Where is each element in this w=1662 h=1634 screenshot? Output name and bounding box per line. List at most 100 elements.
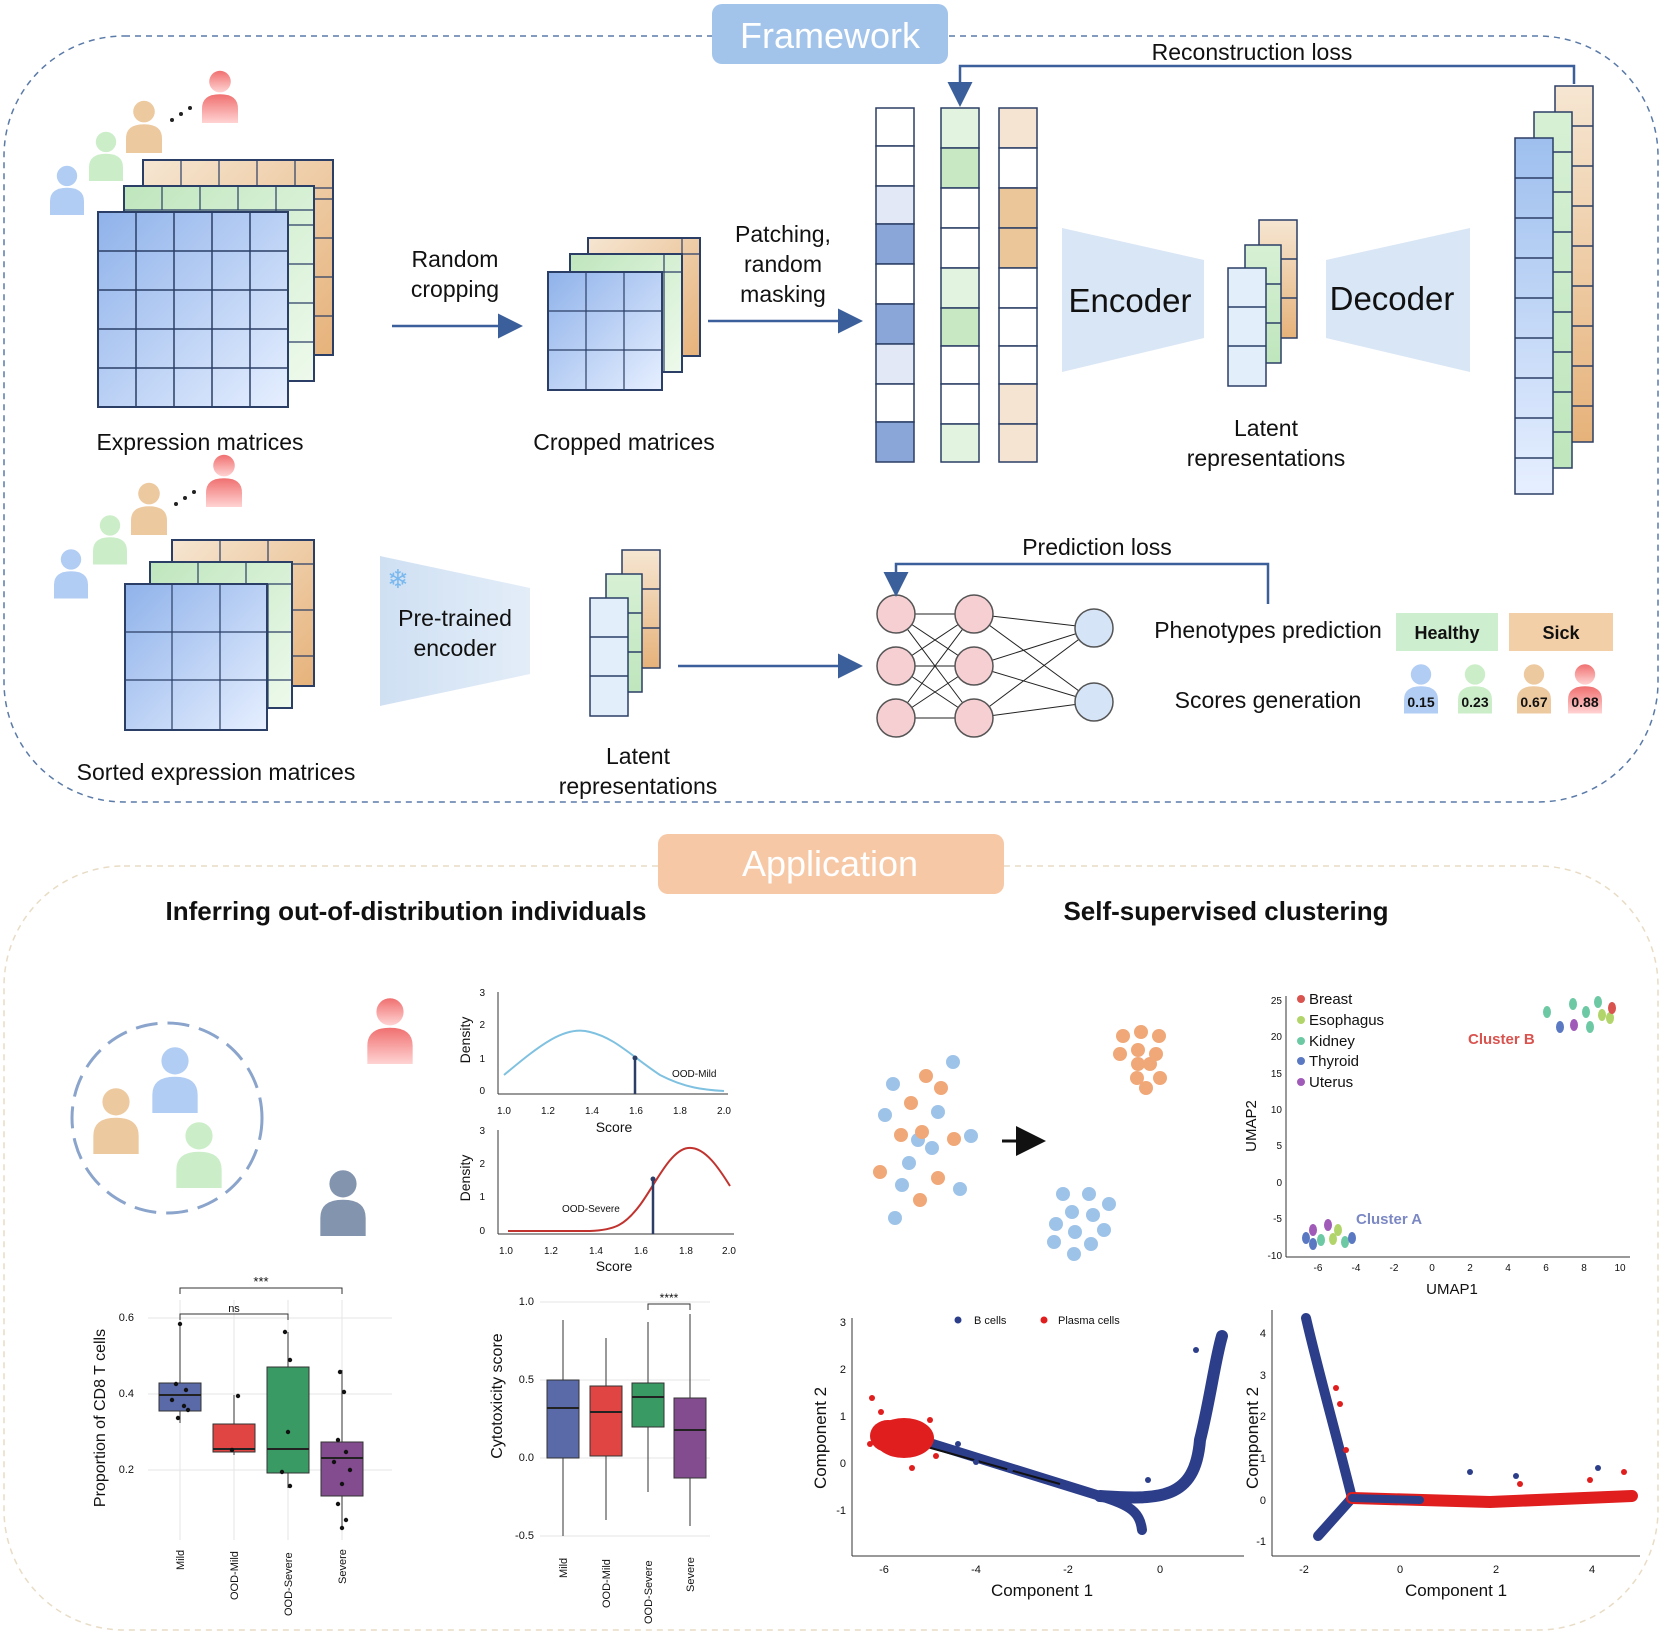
tick-label: 1.6 (634, 1246, 648, 1257)
score-value: 0.23 (1461, 694, 1488, 710)
patching-label-3: masking (740, 281, 826, 307)
trajectory-chart-2: -1 0 1 2 3 4 -2 0 2 4 Component 1 Compon… (1243, 1310, 1640, 1600)
legend-item: Kidney (1309, 1033, 1355, 1050)
tick-label: 0.0 (519, 1452, 534, 1464)
category-label: OOD-Mild (601, 1559, 613, 1608)
tick-label: -2 (1063, 1564, 1073, 1576)
density-mild-chart: 0 1 2 3 1.0 1.2 1.4 1.6 1.8 2.0 OOD-Mild… (457, 988, 731, 1135)
cluster-a-label: Cluster A (1356, 1211, 1422, 1228)
tick-label: 0 (1276, 1178, 1282, 1189)
traj1-principal-curve (919, 1444, 1061, 1485)
tick-label: 25 (1271, 996, 1283, 1007)
umap-chart: -10 -5 0 5 10 15 20 25 -6 -4 -2 0 2 4 6 … (1243, 991, 1630, 1298)
tick-label: 1 (1260, 1453, 1266, 1465)
latent-stack-bottom (589, 549, 661, 717)
prediction-loss-label: Prediction loss (1022, 534, 1172, 560)
tick-label: 3 (479, 1126, 485, 1137)
tick-label: 1.4 (585, 1106, 599, 1117)
healthy-label: Healthy (1414, 623, 1479, 643)
expression-matrices-stack (97, 159, 334, 408)
legend-item: Esophagus (1309, 1012, 1384, 1029)
sick-label: Sick (1542, 623, 1580, 643)
latent-stack-top (1227, 219, 1298, 387)
tick-label: -1 (836, 1505, 846, 1517)
box-cd8-chart: 0.2 0.4 0.6 Proportion of CD8 T cells **… (92, 1274, 392, 1616)
score-value: 0.88 (1571, 694, 1598, 710)
patient-icons-top (50, 70, 238, 215)
person-icon (176, 1122, 222, 1188)
tick-label: 2 (1467, 1263, 1473, 1274)
random-cropping-label-1: Random (412, 246, 499, 272)
tick-label: 1.8 (679, 1246, 693, 1257)
density-mild-curve (503, 1029, 725, 1092)
tick-label: 3 (840, 1317, 846, 1329)
patch-columns (875, 107, 1038, 463)
latent-label-bottom-1: Latent (606, 743, 671, 769)
tick-label: -5 (1273, 1214, 1282, 1225)
legend-item: Thyroid (1309, 1053, 1359, 1070)
phenotypes-prediction-label: Phenotypes prediction (1154, 617, 1382, 643)
box-cytotox-chart: -0.5 0.0 0.5 1.0 Cytotoxicity score ****… (489, 1291, 710, 1624)
tick-label: 1.2 (544, 1246, 558, 1257)
tick-label: 2 (479, 1159, 485, 1170)
pretrained-encoder-shape (380, 556, 530, 706)
tick-label: 0 (479, 1086, 485, 1097)
framework-title-box (712, 4, 948, 64)
tick-label: 20 (1271, 1032, 1283, 1043)
cropped-matrices-stack (547, 237, 701, 391)
density-mild-xlabel: Score (596, 1119, 633, 1135)
snowflake-icon: ❄ (387, 565, 409, 595)
category-label: OOD-Mild (229, 1551, 241, 1600)
sick-badge (1509, 613, 1613, 651)
framework-title: Framework (740, 15, 921, 56)
pretrained-encoder-label-2: encoder (413, 635, 496, 661)
decoder-label: Decoder (1330, 280, 1455, 317)
box-cytotox-ylabel: Cytotoxicity score (489, 1333, 506, 1458)
tick-label: 2 (840, 1364, 846, 1376)
tick-label: 0 (479, 1226, 485, 1237)
traj1-xlabel: Component 1 (991, 1581, 1093, 1600)
category-label: OOD-Severe (643, 1560, 655, 1624)
tick-label: 1.6 (629, 1106, 643, 1117)
tick-label: -10 (1268, 1251, 1283, 1262)
tick-label: 0 (1260, 1495, 1266, 1507)
tick-label: 0.2 (119, 1464, 134, 1476)
clustering-illustration (873, 1025, 1167, 1261)
score-icons: 0.15 0.23 0.67 0.88 (1404, 664, 1602, 714)
tick-label: -2 (1390, 1263, 1399, 1274)
encoder-shape (1062, 228, 1204, 372)
sorted-matrices-label: Sorted expression matrices (77, 759, 356, 785)
expression-matrices-label: Expression matrices (96, 429, 303, 455)
reconstruction-loss-arrow (947, 64, 1576, 107)
sig-inner: ns (228, 1303, 240, 1315)
density-severe-chart: 0 1 2 3 1.0 1.2 1.4 1.6 1.8 2.0 OOD-Seve… (457, 1126, 736, 1274)
pretrained-encoder-label-1: Pre-trained (398, 605, 512, 631)
right-heading: Self-supervised clustering (1063, 896, 1388, 926)
category-label: Mild (175, 1550, 187, 1570)
person-icon (152, 1047, 198, 1113)
application-title-box (658, 834, 1004, 894)
density-severe-annotation: OOD-Severe (562, 1204, 620, 1215)
encoder-label: Encoder (1069, 282, 1192, 319)
random-cropping-label-2: cropping (411, 276, 499, 302)
tick-label: 2 (1260, 1411, 1266, 1423)
cropped-matrices-label: Cropped matrices (533, 429, 715, 455)
traj2-xlabel: Component 1 (1405, 1581, 1507, 1600)
tick-label: 2.0 (717, 1106, 731, 1117)
person-icon (131, 482, 167, 535)
density-severe-curve (508, 1146, 731, 1232)
tick-label: 4 (1589, 1564, 1595, 1576)
sig-outer: *** (253, 1274, 268, 1289)
tick-label: -1 (1256, 1536, 1266, 1548)
trajectory-chart-1: -1 0 1 2 3 -6 -4 -2 0 Component 1 Compon… (811, 1315, 1244, 1600)
category-label: Severe (337, 1549, 349, 1584)
latent-label-1: Latent (1234, 415, 1299, 441)
tick-label: 2 (1493, 1564, 1499, 1576)
traj2-ylabel: Component 2 (1243, 1387, 1262, 1489)
tick-label: 0.5 (519, 1374, 534, 1386)
tick-label: 1.2 (541, 1106, 555, 1117)
umap-xlabel: UMAP1 (1426, 1281, 1478, 1298)
tick-label: 2 (479, 1020, 485, 1031)
tick-label: 1.4 (589, 1246, 603, 1257)
